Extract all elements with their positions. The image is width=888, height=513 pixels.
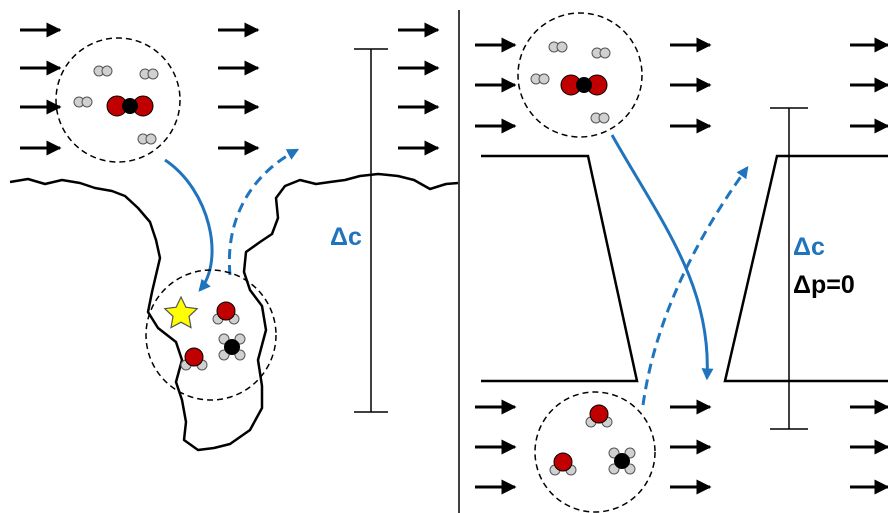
h2o-molecule-icon: [549, 452, 577, 476]
h2-molecule-icon: [93, 65, 113, 77]
co2-molecule-icon: [106, 95, 154, 117]
right-delta-c-bar: [770, 107, 808, 430]
co2-gas-bubble: [517, 12, 643, 138]
diffusion-out-arrow: [227, 148, 300, 276]
h2-molecule-icon: [591, 47, 611, 59]
permeation-down-arrow: [610, 134, 714, 381]
ch4-molecule-icon: [608, 447, 636, 475]
h2o-molecule-icon: [585, 404, 613, 428]
product-bubble: [534, 391, 656, 513]
right-bottom-flow-arrows: [475, 399, 888, 495]
h2-molecule-icon: [73, 96, 93, 108]
right-top-flow-arrows: [475, 37, 888, 134]
label-backdrop: [328, 218, 368, 254]
left-delta-c-bar: [354, 48, 388, 413]
h2-molecule-icon: [530, 73, 550, 85]
pore-surface-outline: [9, 172, 459, 452]
left-panel: Δc: [9, 22, 459, 452]
membrane-outline: [723, 154, 888, 383]
right-delta-c-label: Δc: [793, 233, 825, 261]
right-panel: Δc Δp=0: [475, 12, 888, 513]
co2-molecule-icon: [560, 74, 608, 96]
ch4-molecule-icon: [218, 333, 246, 361]
diffusion-in-arrow: [164, 158, 214, 292]
h2o-molecule-icon: [180, 347, 208, 371]
permeation-up-arrow: [641, 166, 749, 406]
co2-gas-bubble: [55, 37, 181, 163]
pressure-difference-label: Δp=0: [793, 271, 855, 299]
label-backdrop: [790, 228, 886, 302]
star-icon: [163, 295, 199, 329]
left-flow-arrows: [20, 22, 440, 156]
membrane-outline: [481, 154, 639, 383]
h2o-molecule-icon: [212, 301, 240, 325]
h2-molecule-icon: [137, 133, 157, 145]
h2-molecule-icon: [548, 41, 568, 53]
reaction-bubble: [145, 269, 277, 401]
h2-molecule-icon: [139, 68, 159, 80]
h2-molecule-icon: [590, 112, 610, 124]
left-delta-c-label: Δc: [330, 223, 362, 251]
